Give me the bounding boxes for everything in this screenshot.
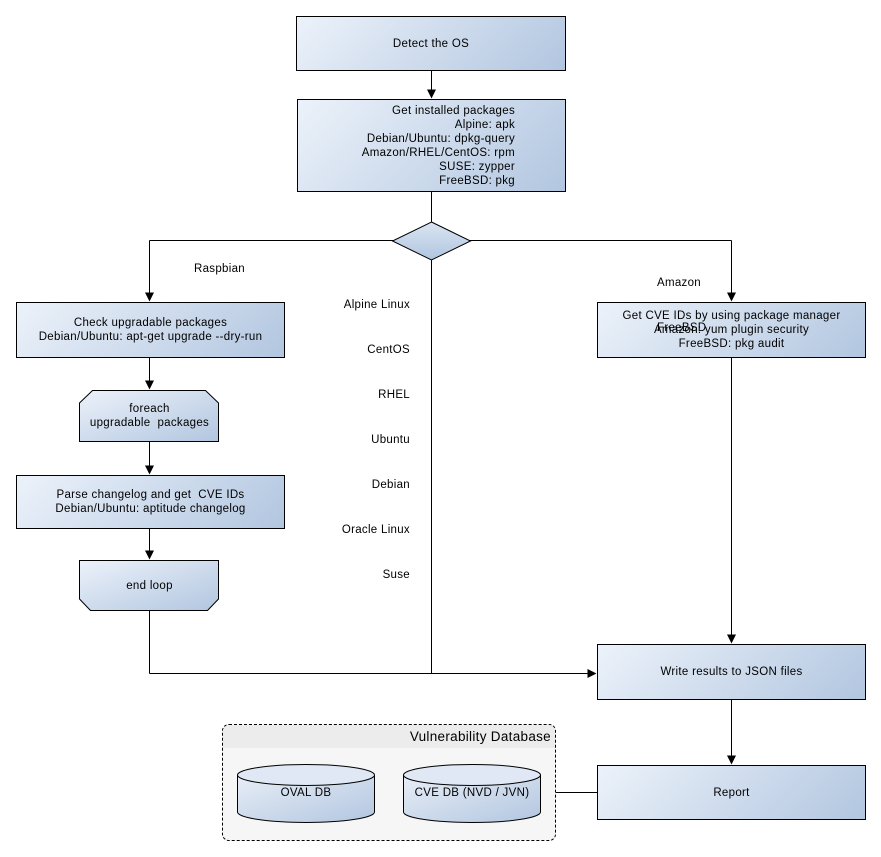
edge-label-amazon-freebsd: Amazon FreeBSD bbox=[657, 246, 706, 366]
edge-label-raspbian: Raspbian bbox=[194, 263, 245, 275]
edge-label-line: Suse bbox=[382, 569, 410, 581]
edge-label-line: Ubuntu bbox=[371, 434, 410, 446]
node-detect-os: Detect the OS bbox=[296, 16, 566, 71]
node-line: Check upgradable packages bbox=[73, 317, 228, 329]
edge-label-line: Debian bbox=[371, 479, 410, 491]
node-write-results-json: Write results to JSON files bbox=[597, 644, 866, 700]
edge-label-line: CentOS bbox=[367, 344, 410, 356]
edge-label-line: Alpine Linux bbox=[343, 299, 410, 311]
node-line: Detect the OS bbox=[392, 37, 470, 50]
node-line: Alpine: apk bbox=[454, 118, 515, 131]
node-line: SUSE: zypper bbox=[439, 160, 515, 173]
node-line: Debian/Ubuntu: aptitude changelog bbox=[55, 503, 246, 515]
edge-label-line: RHEL bbox=[378, 389, 410, 401]
node-line: Parse changelog and get CVE IDs bbox=[56, 489, 245, 501]
node-line: Get CVE IDs by using package manager bbox=[622, 310, 841, 322]
node-line: upgradable packages bbox=[89, 417, 210, 429]
cve-db-label: CVE DB (NVD / JVN) bbox=[414, 787, 530, 799]
node-line: foreach bbox=[129, 403, 170, 415]
node-line: Get installed packages bbox=[392, 104, 515, 117]
edge-label-line: Oracle Linux bbox=[341, 524, 410, 536]
decision-diamond bbox=[391, 221, 472, 261]
node-get-installed-packages: Get installed packages Alpine: apk Debia… bbox=[297, 99, 566, 192]
edge-label-middle-os-list: Alpine Linux CentOS RHEL Ubuntu Debian O… bbox=[342, 268, 410, 613]
node-line: Debian/Ubuntu: apt-get upgrade --dry-run bbox=[38, 331, 263, 343]
edge-label-line: Amazon bbox=[657, 277, 701, 289]
node-report: Report bbox=[597, 765, 866, 820]
node-line: end loop bbox=[126, 579, 173, 592]
node-check-upgradable-packages: Check upgradable packages Debian/Ubuntu:… bbox=[16, 302, 285, 358]
node-parse-changelog: Parse changelog and get CVE IDs Debian/U… bbox=[16, 475, 285, 529]
node-line: FreeBSD: pkg audit bbox=[678, 338, 785, 350]
edge-label-line: FreeBSD bbox=[657, 322, 707, 334]
vulnerability-database-title: Vulnerability Database bbox=[223, 725, 555, 748]
node-get-cve-ids-pkg-manager: Get CVE IDs by using package manager Ama… bbox=[597, 302, 866, 358]
node-line: FreeBSD: pkg bbox=[439, 174, 515, 187]
node-line: Write results to JSON files bbox=[660, 666, 803, 678]
node-line: Report bbox=[713, 786, 750, 799]
node-line: Amazon: yum plugin security bbox=[653, 324, 810, 336]
node-foreach-loop: foreach upgradable packages bbox=[80, 390, 219, 442]
node-line: Amazon/RHEL/CentOS: rpm bbox=[361, 146, 515, 159]
node-end-loop: end loop bbox=[80, 560, 219, 611]
node-line: Debian/Ubuntu: dpkg-query bbox=[366, 132, 515, 145]
vulnerability-database-container: Vulnerability Database bbox=[222, 724, 556, 841]
oval-db-label: OVAL DB bbox=[280, 787, 332, 799]
